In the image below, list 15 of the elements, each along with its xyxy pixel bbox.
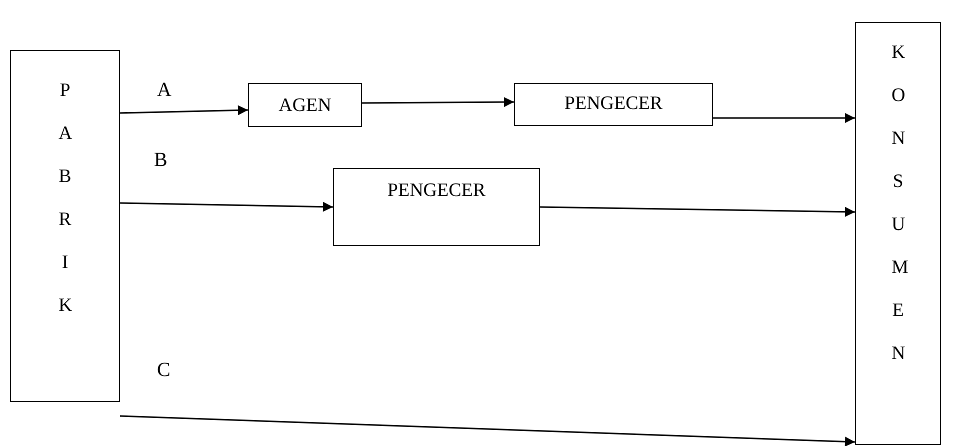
arrow xyxy=(120,105,248,116)
arrow xyxy=(120,202,334,212)
node-label: PENGECER xyxy=(564,92,663,116)
arrow xyxy=(540,206,856,217)
node-label: PENGECER xyxy=(387,179,486,203)
arrow xyxy=(120,415,856,446)
entity-box xyxy=(10,50,120,402)
process-box xyxy=(333,168,540,246)
entity-box xyxy=(855,22,941,445)
arrow xyxy=(362,97,514,108)
process-box xyxy=(514,83,713,126)
node-label: AGEN xyxy=(278,94,332,118)
node-label: PABRIK xyxy=(58,79,72,318)
arrow xyxy=(713,113,855,123)
process-box xyxy=(248,83,362,127)
